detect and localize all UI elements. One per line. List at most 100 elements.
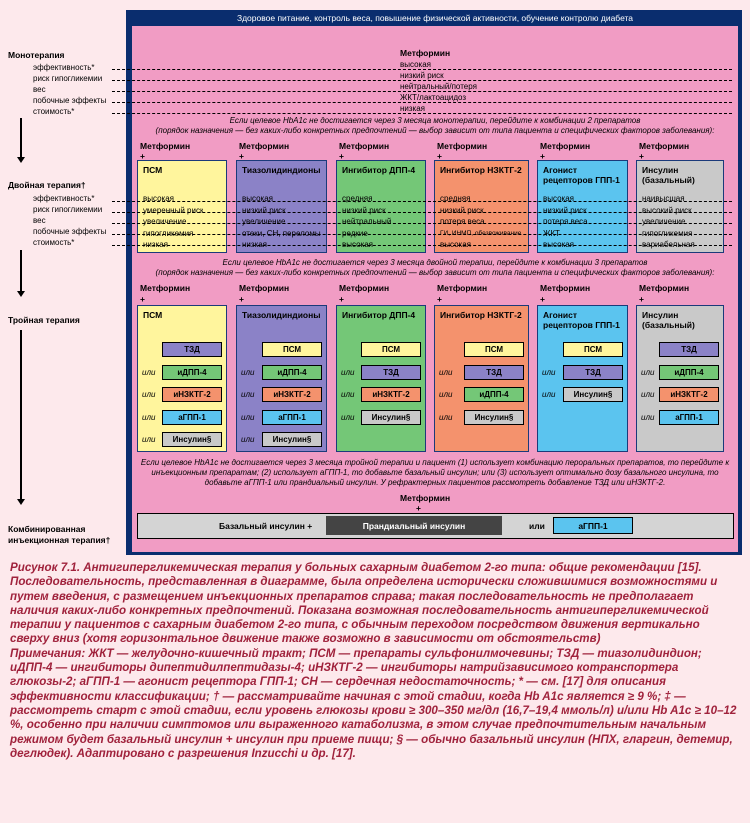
or-label: или: [241, 367, 255, 377]
triple-metformin: Метформин: [639, 283, 690, 293]
triple-plus: +: [239, 294, 244, 304]
triple-option-dpp4-0: ПСМ: [361, 342, 421, 357]
or-label: или: [341, 367, 355, 377]
triple-option-tzd-1: иДПП-4: [262, 364, 322, 380]
triple-title-insulin: Инсулин (базальный): [642, 310, 695, 330]
triple-title-psm: ПСМ: [143, 310, 163, 320]
dual-value-glp1-4: высокая: [543, 240, 574, 249]
header-lifestyle: Здоровое питание, контроль веса, повышен…: [236, 13, 634, 23]
or-label: или: [542, 390, 556, 399]
or-label: или: [439, 390, 453, 399]
mono-metformin: Метформин: [400, 48, 451, 58]
criterion-hypo-risk: риск гипогликемии: [33, 205, 103, 214]
dual-escalation-note: Если целевое HbA1c не достигается через …: [222, 258, 648, 267]
triple-title-dpp4: Ингибитор ДПП-4: [342, 310, 416, 320]
dual-value-glp1-3: ЖКТ: [543, 228, 560, 238]
criterion-weight: вес: [33, 85, 46, 94]
criterion-weight: вес: [33, 216, 46, 225]
dual-value-sglt2-0: средняя: [440, 194, 471, 203]
guide-line: [112, 69, 732, 70]
dual-value-insulin-4: вариабельная: [642, 240, 695, 249]
triple-escalation-note: Если целевое HbA1c не достигается через …: [140, 458, 730, 487]
dual-value-insulin-2: увеличение: [642, 217, 686, 226]
triple-option-tzd-0: ПСМ: [262, 342, 322, 357]
mono-side-effects: ЖКТ/лактоацидоз: [400, 93, 467, 102]
triple-metformin: Метформин: [540, 283, 591, 293]
guide-line: [112, 212, 732, 213]
label-monotherapy: Монотерапия: [8, 50, 65, 60]
criterion-hypo-risk: риск гипогликемии: [33, 74, 103, 83]
mono-hypo-risk: низкий риск: [400, 71, 444, 80]
dual-value-glp1-2: потеря веса: [543, 217, 588, 226]
combo-prandial-insulin: Прандиальный инсулин: [326, 516, 502, 535]
triple-option-insulin-2: иНЗКТГ-2: [659, 387, 719, 402]
arrow-down-icon: [17, 330, 24, 505]
mono-escalation-note: Если целевое HbA1c не достигается через …: [229, 116, 641, 125]
mono-weight: нейтральный/потеря: [400, 82, 477, 91]
dual-title-insulin: Инсулин (базальный): [642, 165, 695, 185]
dual-title-tzd: Тиазолидиндионы: [242, 165, 321, 175]
triple-title-sglt2: Ингибитор НЗКТГ-2: [440, 310, 522, 320]
dual-value-psm-4: низкая: [143, 240, 169, 249]
dual-value-dpp4-4: высокая: [342, 240, 373, 249]
triple-title-tzd: Тиазолидиндионы: [242, 310, 321, 320]
dual-metformin: Метформин: [540, 141, 591, 151]
dual-value-glp1-1: низкий риск: [543, 205, 587, 215]
or-label: или: [439, 412, 453, 422]
criterion-cost: стоимость*: [33, 107, 75, 116]
triple-option-sglt2-2: иДПП-4: [464, 387, 524, 402]
dual-value-psm-3: гипогликемия: [143, 228, 194, 238]
or-label: или: [241, 412, 255, 422]
dual-value-insulin-1: высокий риск: [642, 205, 692, 215]
dual-metformin: Метформин: [339, 141, 390, 151]
triple-metformin: Метформин: [339, 283, 390, 293]
dual-value-sglt2-1: низкий риск: [440, 205, 484, 215]
label-triple-therapy: Тройная терапия: [8, 315, 80, 325]
mono-cost: низкая: [400, 104, 426, 113]
dual-title-glp1: Агонист рецепторов ГПП-1: [543, 165, 620, 185]
triple-option-insulin-3: аГПП-1: [659, 409, 719, 425]
dual-value-psm-2: увеличение: [143, 217, 187, 226]
criterion-efficacy: эффективность*: [33, 194, 95, 203]
triple-option-tzd-4: Инсулин§: [262, 432, 322, 447]
or-label: или: [641, 412, 655, 422]
triple-option-psm-4: Инсулин§: [162, 432, 222, 447]
dual-value-glp1-0: высокая: [543, 194, 574, 203]
dual-plus: +: [140, 151, 145, 161]
triple-option-glp1-1: ТЗД: [563, 364, 623, 380]
arrow-down-icon: [17, 118, 24, 163]
or-label: или: [142, 367, 156, 377]
triple-plus: +: [140, 294, 145, 304]
triple-option-psm-0: ТЗД: [162, 342, 222, 357]
dual-metformin: Метформин: [140, 141, 191, 151]
triple-option-dpp4-1: ТЗД: [361, 364, 421, 380]
guide-line: [112, 102, 732, 103]
or-label: или: [241, 390, 255, 399]
dual-title-dpp4: Ингибитор ДПП-4: [342, 165, 416, 175]
criterion-side-effects: побочные эффекты: [33, 227, 107, 236]
triple-option-dpp4-3: Инсулин§: [361, 409, 421, 425]
dual-value-psm-0: высокая: [143, 194, 174, 203]
or-label: или: [341, 390, 355, 399]
dual-value-dpp4-2: нейтральный: [342, 217, 392, 226]
dual-title-sglt2: Ингибитор НЗКТГ-2: [440, 165, 522, 175]
criterion-side-effects: побочные эффекты: [33, 96, 107, 105]
combo-metformin: Метформин: [400, 493, 451, 503]
triple-metformin: Метформин: [437, 283, 488, 293]
triple-plus: +: [639, 294, 644, 304]
dual-value-dpp4-0: средняя: [342, 194, 373, 203]
triple-option-glp1-0: ПСМ: [563, 342, 623, 357]
or-label: или: [542, 367, 556, 377]
label-dual-therapy: Двойная терапия†: [8, 180, 86, 190]
criterion-efficacy: эффективность*: [33, 63, 95, 72]
or-label: или: [341, 412, 355, 422]
